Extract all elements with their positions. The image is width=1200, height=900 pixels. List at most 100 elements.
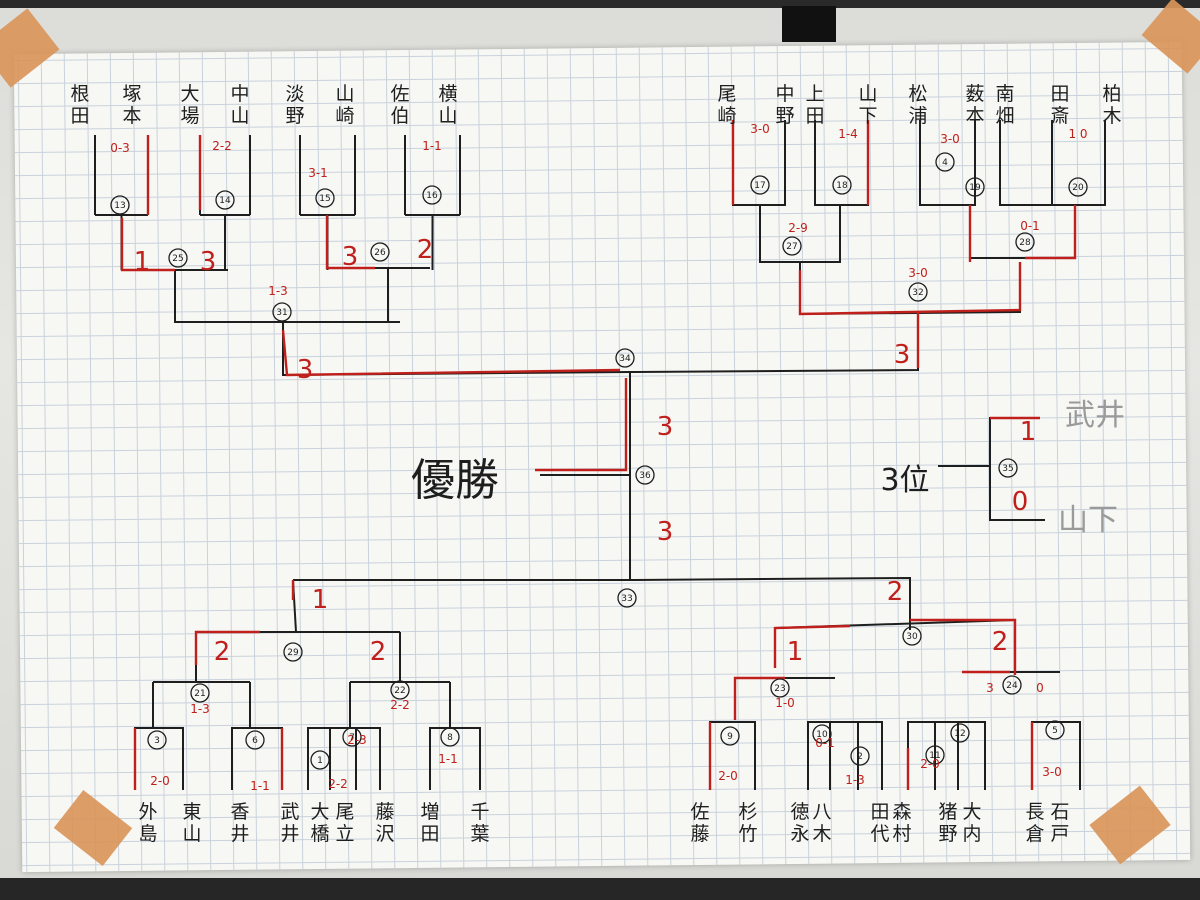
bottom-match-circle [440,727,460,747]
bottom-player-name-char: 藤 [375,801,394,823]
bottom-match-circle-label: 11 [929,751,940,761]
top-player-name-char: 田 [805,105,824,127]
bottom-player-name-char: 藤 [690,823,709,845]
final-score-top: 3 [657,412,674,442]
top-r2-score: 2 [417,235,434,265]
top-player-name: 柏木 [1102,83,1121,127]
bottom-semi-score: 2 [992,627,1009,657]
bottom-match-circle [342,727,362,747]
top-match-circle-label: 15 [319,194,330,204]
top-semi-score: 3 [297,355,314,385]
top-player-name-char: 山 [335,83,354,105]
bottom-semi-score: 2 [370,637,387,667]
bottom-player-name-char: 徳 [790,801,809,823]
top-player-name-char: 崎 [335,105,354,127]
final-score-bottom: 3 [657,517,674,547]
top-r2-score: 3 [200,247,217,277]
bottom-player-name-char: 佐 [690,801,709,823]
top-player-name-char: 中 [230,83,249,105]
top-match-circle [1015,232,1035,252]
bottom-player-name-char: 葉 [470,823,489,845]
bottom-player-name-char: 長 [1025,801,1044,823]
top-player-name-char: 浦 [908,105,927,127]
quarterfinal-circle [908,282,928,302]
bottom-player-name-char: 永 [790,823,809,845]
top-player-name: 尾崎 [717,83,736,127]
bottom-player-name-char: 立 [335,823,354,845]
bottom-match-circle-label: 10 [816,730,828,740]
bottom-player-name-char: 戸 [1050,823,1069,845]
top-player-name: 中野 [775,83,794,127]
top-match-circle-label: 18 [836,181,848,191]
bottom-player-name: 増田 [420,801,439,845]
semifinal-circle-label: 33 [621,594,632,604]
top-match-circle-label: 26 [374,248,386,258]
top-player-name: 根田 [70,83,89,127]
top-left-r3 [174,270,400,323]
bottom-player-name-char: 武 [280,801,299,823]
top-semi-left-red [281,329,621,377]
bottom-match-circle-label: 1 [317,756,323,766]
quarterfinal-circle-label: 32 [912,288,923,298]
bottom-player-name-char: 井 [280,823,299,845]
bottom-match-circle [850,746,870,766]
bottom-match-circle-label: 22 [394,686,405,696]
top-r2-score: 0-1 [1020,219,1040,233]
top-r2-score: 3 [342,242,359,272]
top-player-name-char: 山 [230,105,249,127]
third-place-player-1: 武井 [1065,398,1125,433]
bottom-player-name: 猪野 [938,801,957,845]
top-left-r2-red [325,215,375,270]
bottom-match-circle-label: 6 [252,736,258,746]
bottom-player-name-char: 野 [938,823,957,845]
top-match-score: 3-1 [308,166,328,180]
bottom-match-score: 3-0 [1042,765,1062,779]
bottom-player-name-char: 村 [892,823,911,845]
bottom-player-name: 東山 [182,801,201,845]
bottom-right-match [934,721,986,790]
bottom-player-name-char: 代 [870,823,889,845]
third-place-label: 3位 [880,463,929,498]
bottom-left-r3-red [194,630,260,665]
top-match-circle-label: 4 [942,158,948,168]
top-right-match [999,120,1053,206]
bottom-match-circle [720,726,740,746]
bottom-match-score: 2-3 [347,733,367,747]
top-match-score: 0-3 [110,141,130,155]
top-left-r2-red [120,218,175,272]
bottom-r2-score: 1-0 [775,696,795,710]
top-player-name-char: 場 [180,105,199,127]
bottom-match-circle-label: 2 [857,752,863,762]
bottom-semi-score: 1 [787,637,804,667]
bottom-semi [293,576,911,630]
quarterfinal-circle-label: 30 [906,632,918,642]
bottom-player-name-char: 山 [182,823,201,845]
top-match-circle-label: 17 [754,181,765,191]
bottom-player-name-char: 香 [230,801,249,823]
top-match-circle [168,248,188,268]
bottom-match-score: 2-0 [718,769,738,783]
top-player-name: 横山 [438,83,457,127]
top-player-name-char: 田 [70,105,89,127]
bottom-match-score: 0-1 [815,736,835,750]
bottom-r2-score: 1-3 [190,702,210,716]
top-match-circle-label: 20 [1072,183,1084,193]
top-player-name-char: 斎 [1050,105,1069,127]
top-match-circle [370,242,390,262]
quarterfinal-circle [902,626,922,646]
top-right-r3-red [798,262,1022,316]
bottom-match-score: 2-0 [920,757,940,771]
bottom-right-r3-red [773,624,851,668]
bottom-player-name-char: 内 [962,823,981,845]
top-semi-right [629,312,919,373]
top-right-r2-red [1025,205,1077,260]
top-player-name-char: 塚 [122,83,141,105]
third-place-score-1: 1 [1020,417,1037,447]
quarterfinal-circle-label: 29 [287,648,299,658]
top-match-circle-label: 13 [114,201,125,211]
bottom-player-name-char: 外 [138,801,157,823]
top-player-name: 薮本 [965,83,984,127]
final-match-circle-label: 36 [639,471,651,481]
top-player-name-char: 野 [775,105,794,127]
